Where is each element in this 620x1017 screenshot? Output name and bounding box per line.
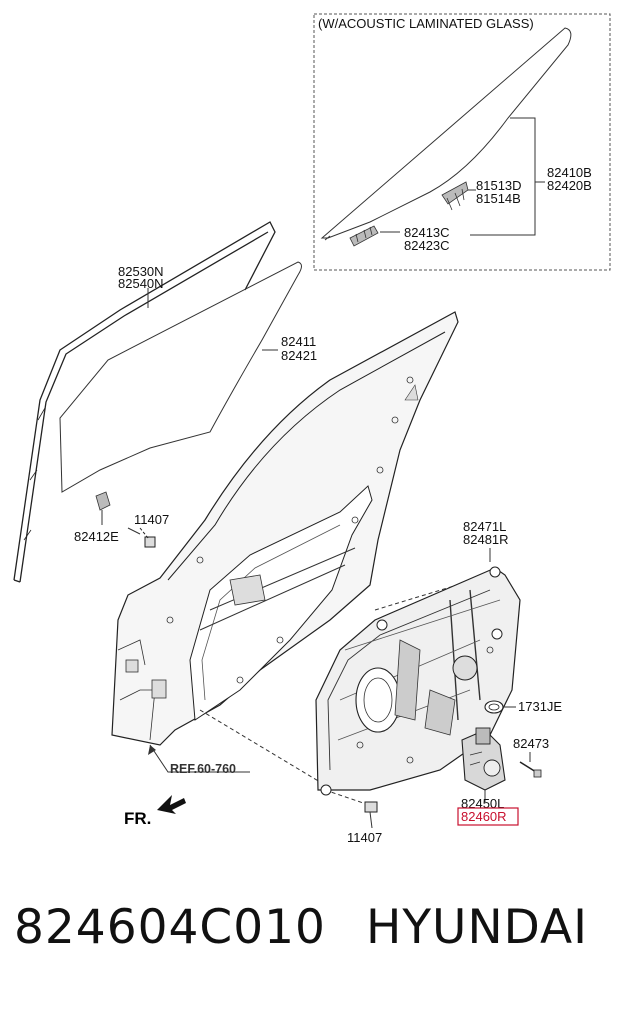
highlight-box-82460R [457,807,519,826]
label-82473: 82473 [513,736,549,751]
bolt-11407-upper [139,527,156,548]
window-run-channel [13,221,276,583]
label-82413C: 82413C [404,225,450,240]
label-81513D: 81513D [476,178,522,193]
label-82421: 82421 [281,348,317,363]
glass-clip [95,491,111,511]
label-82450L: 82450L [461,796,504,811]
inset-clip-upper [441,181,469,211]
inset-clip-lower [349,225,379,247]
label-11407-lower: 11407 [347,830,382,845]
label-ref-60-760: REF.60-760 [170,762,236,776]
grommet-1731JE [484,700,516,714]
footer: 824604C010 HYUNDAI [0,900,620,980]
label-82481R: 82481R [463,532,509,547]
door-glass [59,261,302,493]
label-82540N: 82540N [118,276,164,291]
bolt-11407-lower [364,801,378,829]
inset-glass-outline [320,27,572,239]
door-parts-diagram: (W/ACOUSTIC LAMINATED GLASS) 82410B 8242… [13,13,611,845]
label-82530N: 82530N [118,264,164,279]
label-11407-upper: 11407 [134,512,169,527]
label-front: FR. [124,809,151,828]
label-82460R: 82460R [461,809,507,824]
label-82471L: 82471L [463,519,506,534]
part-number: 824604C010 [14,900,326,955]
regulator-module-panel [315,566,521,796]
label-82410B: 82410B [547,165,592,180]
inset-title: (W/ACOUSTIC LAMINATED GLASS) [318,16,534,31]
door-frame [111,311,459,746]
brand-name: HYUNDAI [366,900,588,955]
regulator-motor [461,727,506,802]
inset-acoustic-glass: (W/ACOUSTIC LAMINATED GLASS) 82410B 8242… [313,13,611,271]
label-1731JE: 1731JE [518,699,562,714]
inset-border [313,13,611,271]
screw-82473 [519,761,542,778]
label-82420B: 82420B [547,178,592,193]
front-direction-arrow [157,795,186,814]
label-82412E: 82412E [74,529,119,544]
label-82411: 82411 [281,334,316,349]
label-81514B: 81514B [476,191,521,206]
label-82423C: 82423C [404,238,450,253]
